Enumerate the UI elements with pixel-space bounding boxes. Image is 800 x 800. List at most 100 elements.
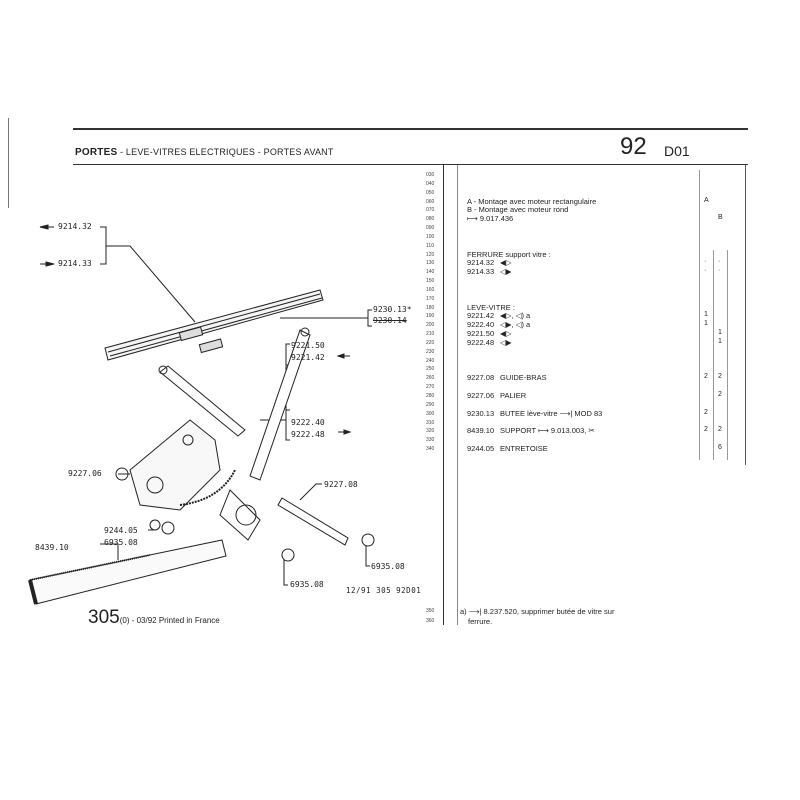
line-number: 110	[426, 242, 434, 249]
callout-9214-33: 9214.33	[58, 259, 92, 268]
quantity-col-1: ·	[704, 267, 707, 275]
table-row: 9227.06 PALIER	[467, 391, 697, 400]
quantity-col-2: ·	[718, 267, 721, 275]
line-number: 050	[426, 189, 435, 196]
part-description: ENTRETOISE	[500, 444, 550, 454]
part-reference: 8439.10	[467, 426, 495, 436]
quantity-col-2: 2	[718, 426, 722, 434]
part-reference: 9221.42	[467, 311, 495, 321]
part-description: GUIDE-BRAS	[500, 373, 549, 383]
part-description: SUPPORT ⟼ 9.013.003, ✂	[500, 426, 597, 436]
part-description: ◁▶, ◁) a	[500, 320, 533, 330]
part-reference: 9230.13	[467, 408, 495, 418]
table-row: 9222.40◁▶, ◁) a	[467, 320, 697, 330]
page-footer: 305(0) - 03/92 Printed in France	[88, 607, 220, 629]
quantity-col-2: ·	[718, 258, 721, 266]
grid-line	[713, 250, 714, 460]
table-row: ⟼ 9.017.436	[467, 214, 697, 224]
line-number: 260	[426, 375, 435, 382]
callout-9227-08: 9227.08	[324, 480, 358, 489]
part-description: ◁▶	[500, 267, 514, 277]
part-reference: 9214.32	[467, 258, 495, 268]
part-description: BUTEE lève-vitre ⟶| MOD 83	[500, 408, 605, 418]
line-number: 310	[426, 419, 435, 426]
line-number: 120	[426, 251, 435, 258]
line-number: 130	[426, 260, 435, 267]
quantity-col-2: 1	[718, 337, 722, 345]
part-description: ◀▷, ◁) a	[500, 311, 533, 321]
quantity-col-1: 2	[704, 373, 708, 381]
callout-9222-48: 9222.48	[291, 430, 325, 439]
line-number: 140	[426, 269, 435, 276]
table-row: 9214.33◁▶	[467, 267, 697, 277]
table-row: 9214.32 ◀▷	[467, 258, 697, 268]
quantity-col-1: A	[704, 196, 709, 204]
part-reference: 9227.08	[467, 373, 495, 383]
part-description: ⟼ 9.017.436	[467, 214, 516, 224]
grid-line	[443, 165, 444, 625]
callout-6935-08-b: 6935.08	[290, 580, 324, 589]
table-row: 9221.50 ◀▷	[467, 329, 697, 339]
section-header: PORTES - LEVE-VITRES ELECTRIQUES - PORTE…	[75, 147, 334, 158]
table-row: B - Montage avec moteur rond	[467, 205, 697, 215]
line-number: 200	[426, 322, 435, 329]
footnote-line-2: ferrure.	[468, 617, 493, 626]
scan-edge	[8, 118, 9, 208]
table-row: 9230.13 BUTEE lève-vitre ⟶| MOD 83	[467, 408, 697, 418]
footer-page: 305	[88, 607, 120, 628]
line-number: 240	[426, 357, 435, 364]
footer-print-info: (0) - 03/92 Printed in France	[119, 616, 220, 625]
part-reference: 9221.50	[467, 329, 495, 339]
quantity-col-2: B	[718, 214, 723, 222]
table-row: 9227.08 GUIDE-BRAS	[467, 373, 697, 383]
quantity-col-2: 2	[718, 391, 722, 398]
part-description: FERRURE support vitre :	[467, 249, 553, 259]
grid-line	[457, 165, 458, 625]
line-number: 180	[426, 304, 435, 311]
line-number: 100	[426, 233, 435, 240]
table-row: A - Montage avec moteur rectangulaire	[467, 196, 697, 206]
callout-9221-50: 9221.50	[291, 341, 325, 350]
part-reference: 9227.06	[467, 391, 495, 400]
page-number: 92	[620, 133, 647, 160]
table-row: LEVE-VITRE :	[467, 302, 697, 312]
part-reference: 9222.48	[467, 337, 495, 347]
line-number: 170	[426, 295, 435, 302]
table-row: 8439.10 SUPPORT ⟼ 9.013.003, ✂	[467, 426, 697, 436]
part-description: ◀▷	[500, 258, 514, 268]
line-number: 340	[426, 446, 435, 453]
quantity-col-1: 1	[704, 320, 708, 328]
grid-line	[727, 250, 728, 460]
callout-9221-42: 9221.42	[291, 353, 325, 362]
callout-6935-08-c: 6935.08	[371, 562, 405, 571]
part-description: ◀▷	[500, 329, 514, 339]
line-number: 230	[426, 348, 435, 355]
part-description: B - Montage avec moteur rond	[467, 205, 571, 215]
line-number: 150	[426, 278, 435, 285]
line-number: 290	[426, 401, 435, 408]
line-number: 300	[426, 410, 435, 417]
grid-line	[699, 170, 700, 460]
line-number: 160	[426, 286, 435, 293]
part-description: ◁▶	[500, 337, 514, 347]
grid-line	[745, 165, 746, 465]
line-number: 190	[426, 313, 435, 320]
line-number: 210	[426, 331, 435, 338]
line-number: 220	[426, 339, 435, 346]
callout-9214-32: 9214.32	[58, 222, 92, 231]
line-number: 270	[426, 384, 435, 391]
callout-9230-13: 9230.13*	[373, 305, 412, 314]
part-description: PALIER	[500, 391, 529, 400]
part-description: LEVE-VITRE :	[467, 302, 517, 312]
quantity-col-2: 1	[718, 329, 722, 337]
page-code: D01	[664, 143, 690, 159]
quantity-col-2: 6	[718, 444, 722, 452]
line-number: 250	[426, 366, 435, 373]
quantity-col-1: 2	[704, 426, 708, 434]
diagram-reference: 12/91 305 92D01	[346, 586, 422, 595]
table-row: 9221.42 ◀▷, ◁) a	[467, 311, 697, 321]
callout-9222-40: 9222.40	[291, 418, 325, 427]
footnote-line-1: a) ⟶| 8.237.520, supprimer butée de vitr…	[460, 607, 615, 616]
quantity-col-1: ·	[704, 258, 707, 266]
